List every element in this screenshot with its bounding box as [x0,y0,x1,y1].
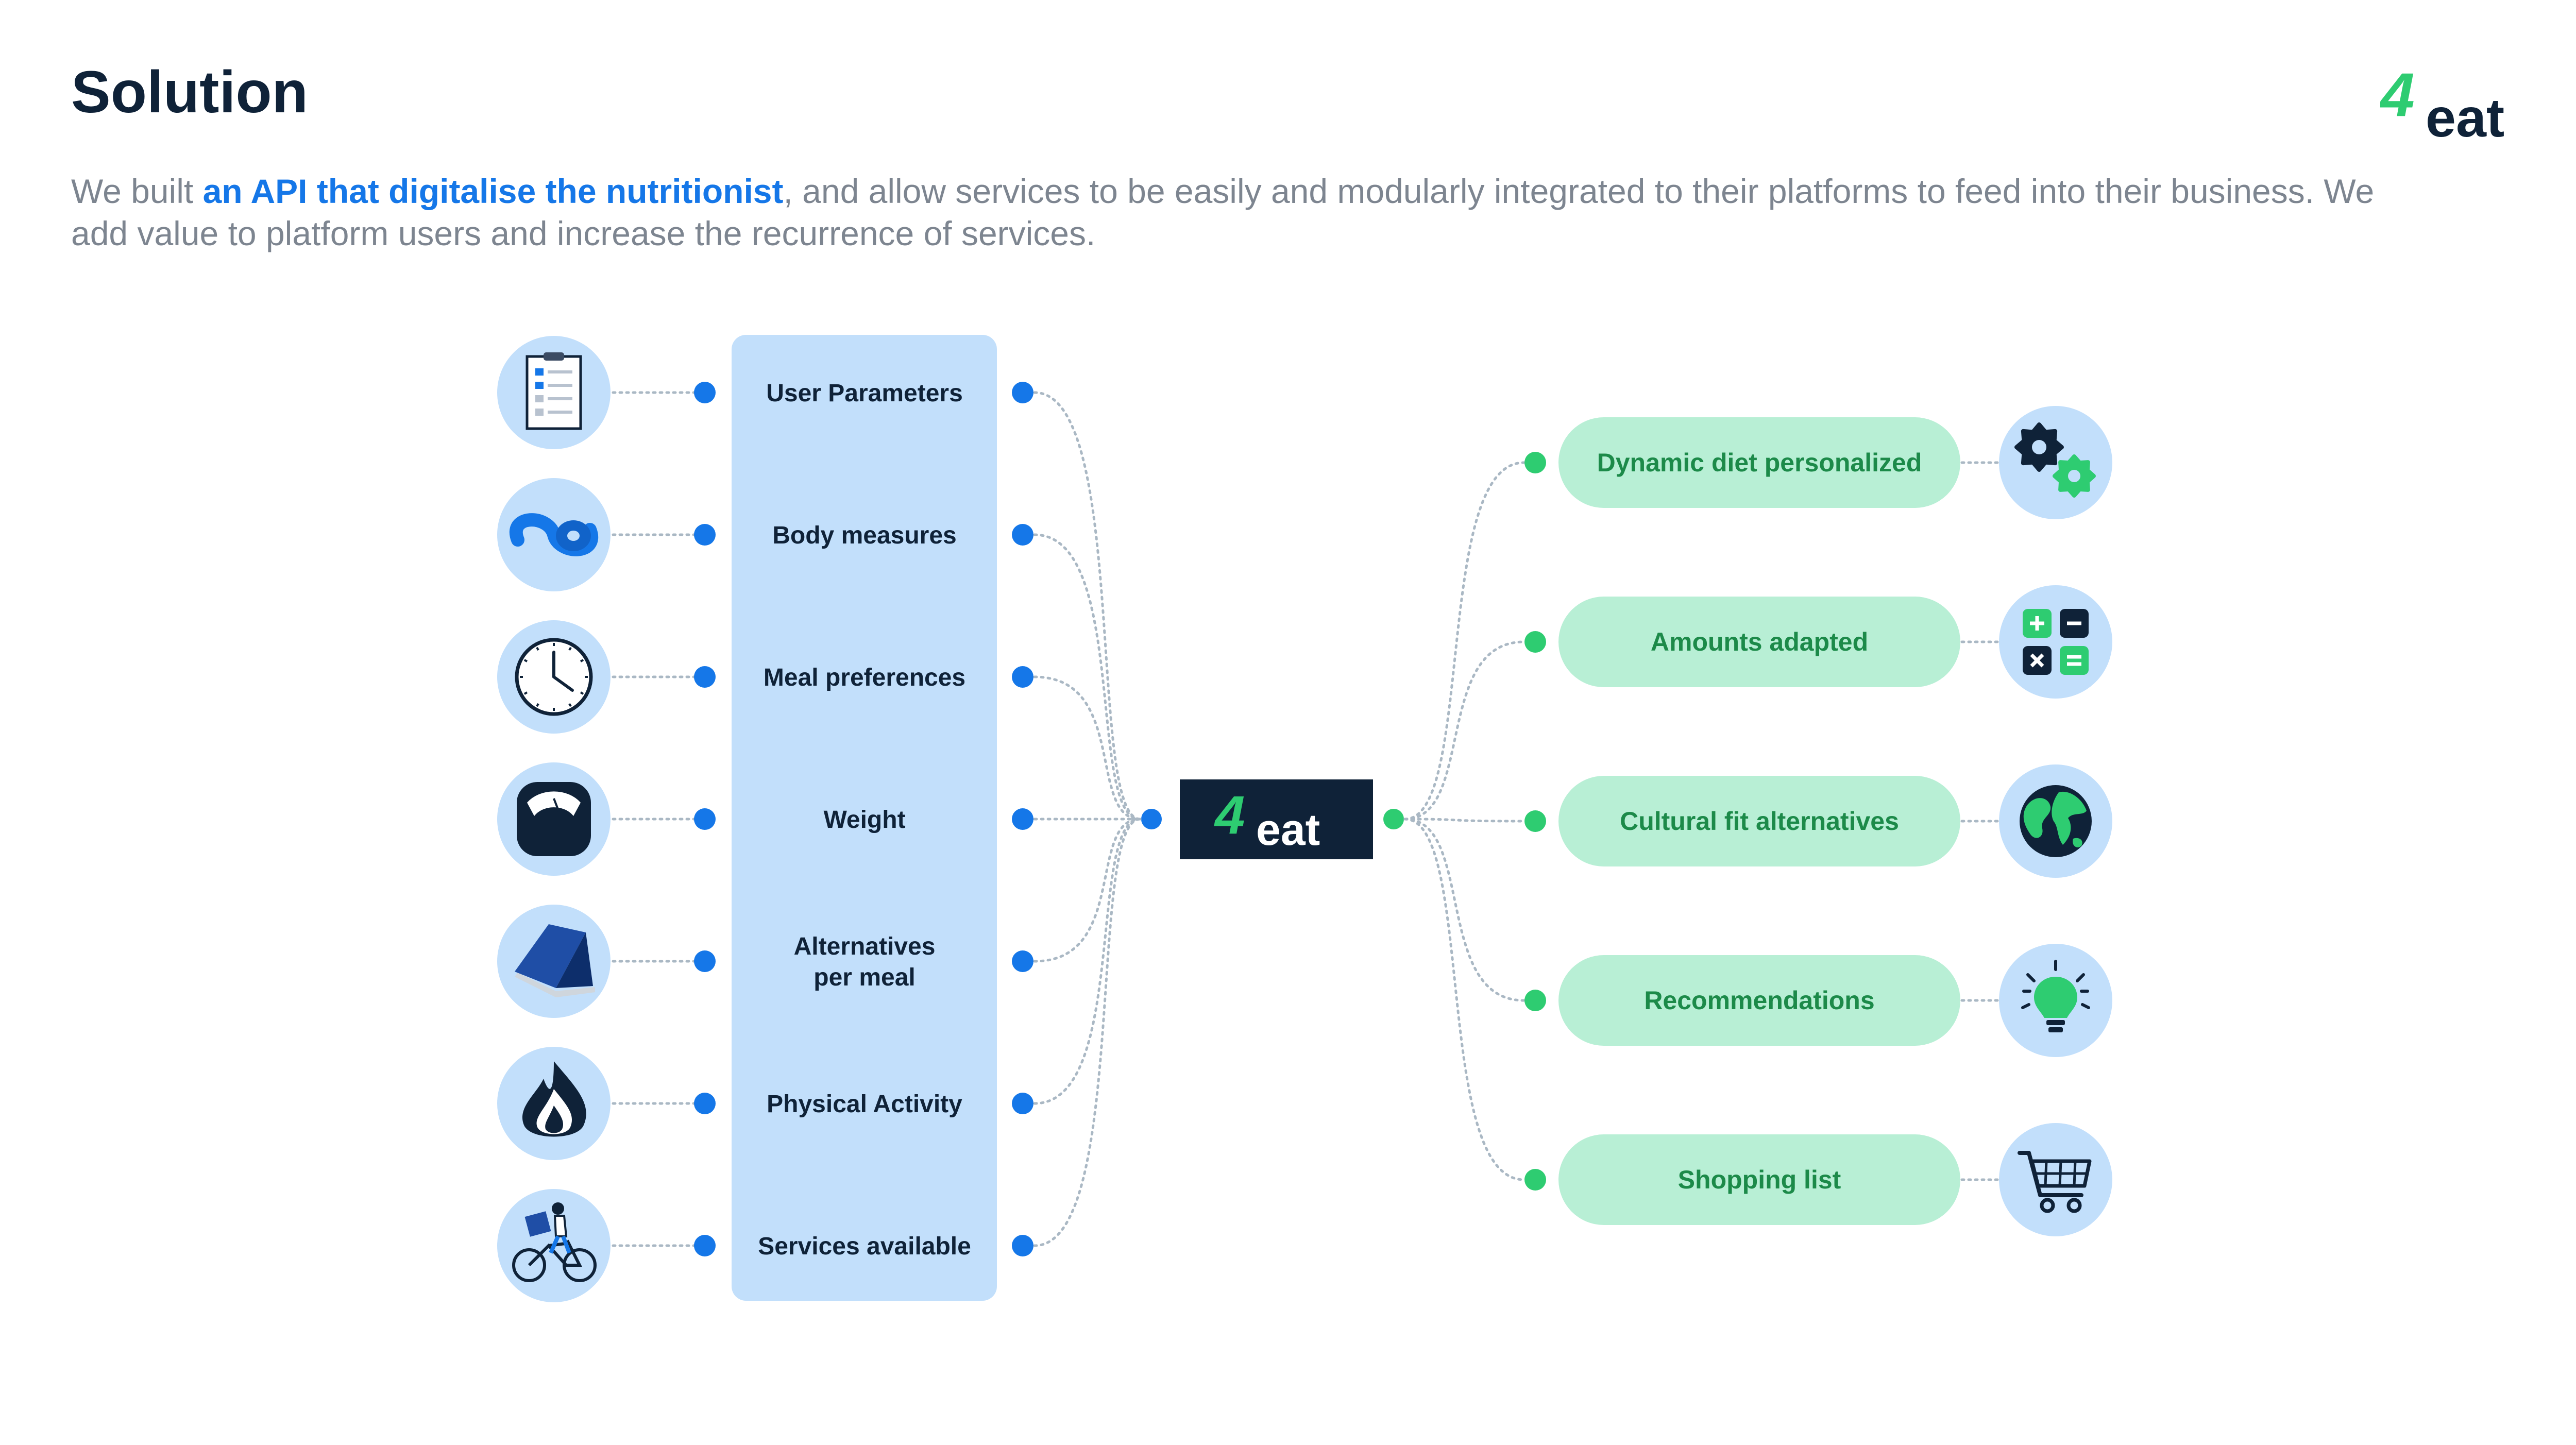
input-left-dot [694,382,716,403]
input-label: Meal preferences [764,664,965,691]
clipboard-checklist-icon [526,352,582,430]
output-item: Shopping list [1524,1123,2112,1236]
input-left-dot [694,666,716,688]
input-right-dot [1012,524,1033,546]
input-label: Body measures [772,522,957,549]
description-highlight: an API that digitalise the nutritionist [202,172,784,210]
input-right-dot [1012,808,1033,830]
center-input-dot [1141,809,1162,829]
clock-icon [515,638,593,716]
output-label: Shopping list [1678,1165,1841,1194]
input-right-dot [1012,666,1033,688]
input-item: Physical Activity [497,1047,1033,1160]
page-title: Solution [71,59,308,125]
input-label: Weight [823,806,905,834]
delivery-bicycle-icon [512,1202,597,1282]
output-item: Cultural fit alternatives [1524,764,2112,878]
input-left-dot [694,1235,716,1256]
open-book-icon [515,924,595,997]
shopping-cart-icon [2018,1151,2092,1213]
output-pill [1558,417,1960,508]
output-icon-circle [1999,1123,2112,1236]
output-label: Dynamic diet personalized [1597,448,1922,477]
input-right-dot [1012,950,1033,972]
input-label: User Parameters [766,380,963,407]
output-item: Amounts adapted [1524,585,2112,699]
output-connector [1403,818,1526,1002]
input-item: Body measures [497,478,1033,591]
output-connector [1403,640,1526,821]
input-connector [1033,818,1142,1247]
input-connector [1033,818,1142,1105]
connectors [1033,391,1526,1247]
input-left-dot [694,524,716,546]
input-item: User Parameters [497,336,1033,449]
input-right-dot [1012,1235,1033,1256]
description-text-end: , and allow services to be easily and mo… [71,172,2375,252]
globe-icon [2020,785,2092,857]
input-item: Services available [497,1189,1033,1302]
output-dot [1524,631,1546,653]
input-left-dot [694,950,716,972]
brand-logo: 4 eat [2380,67,2504,144]
gears-icon [2014,422,2096,498]
output-item: Recommendations [1524,944,2112,1057]
brand-logo-word: eat [2426,88,2504,144]
description-text-start: We built [71,172,203,210]
output-connector [1403,818,1526,823]
output-dot [1524,452,1546,473]
input-item: Meal preferences [497,620,1033,734]
output-dot [1524,1169,1546,1191]
output-label: Cultural fit alternatives [1620,807,1899,836]
center-logo-digit: 4 [1214,785,1245,845]
output-dot [1524,810,1546,832]
output-label: Recommendations [1644,986,1874,1015]
input-label: Services available [758,1233,971,1260]
input-label: Physical Activity [767,1091,962,1118]
lightbulb-icon [2021,960,2090,1032]
input-connector [1033,675,1142,821]
input-left-dot [694,1093,716,1114]
input-panel [732,335,997,1301]
output-dot [1524,990,1546,1011]
output-label: Amounts adapted [1651,627,1868,656]
center-logo-box [1180,779,1373,859]
center-output-dot [1383,809,1404,829]
center-logo: 4 eat [1180,779,1373,859]
input-right-dot [1012,382,1033,403]
input-connector [1033,818,1142,963]
output-icon-circle [1999,585,2112,699]
measuring-tape-icon [510,513,598,556]
output-pill [1558,1134,1960,1225]
input-item: Weight [497,762,1033,876]
center-logo-word: eat [1256,805,1320,855]
output-pill [1558,597,1960,687]
input-connector [1033,533,1142,821]
output-pill [1558,955,1960,1046]
input-connector [1033,391,1142,821]
output-pill [1558,776,1960,866]
output-connector [1403,461,1526,821]
input-left-dot [694,808,716,830]
flame-icon [522,1061,586,1137]
output-connector [1403,818,1526,1181]
input-right-dot [1012,1093,1033,1114]
calculator-icon [2023,609,2089,675]
description: We built an API that digitalise the nutr… [71,170,2389,254]
brand-logo-digit: 4 [2380,67,2415,129]
bathroom-scale-icon [517,782,591,856]
output-item: Dynamic diet personalized [1524,406,2112,519]
